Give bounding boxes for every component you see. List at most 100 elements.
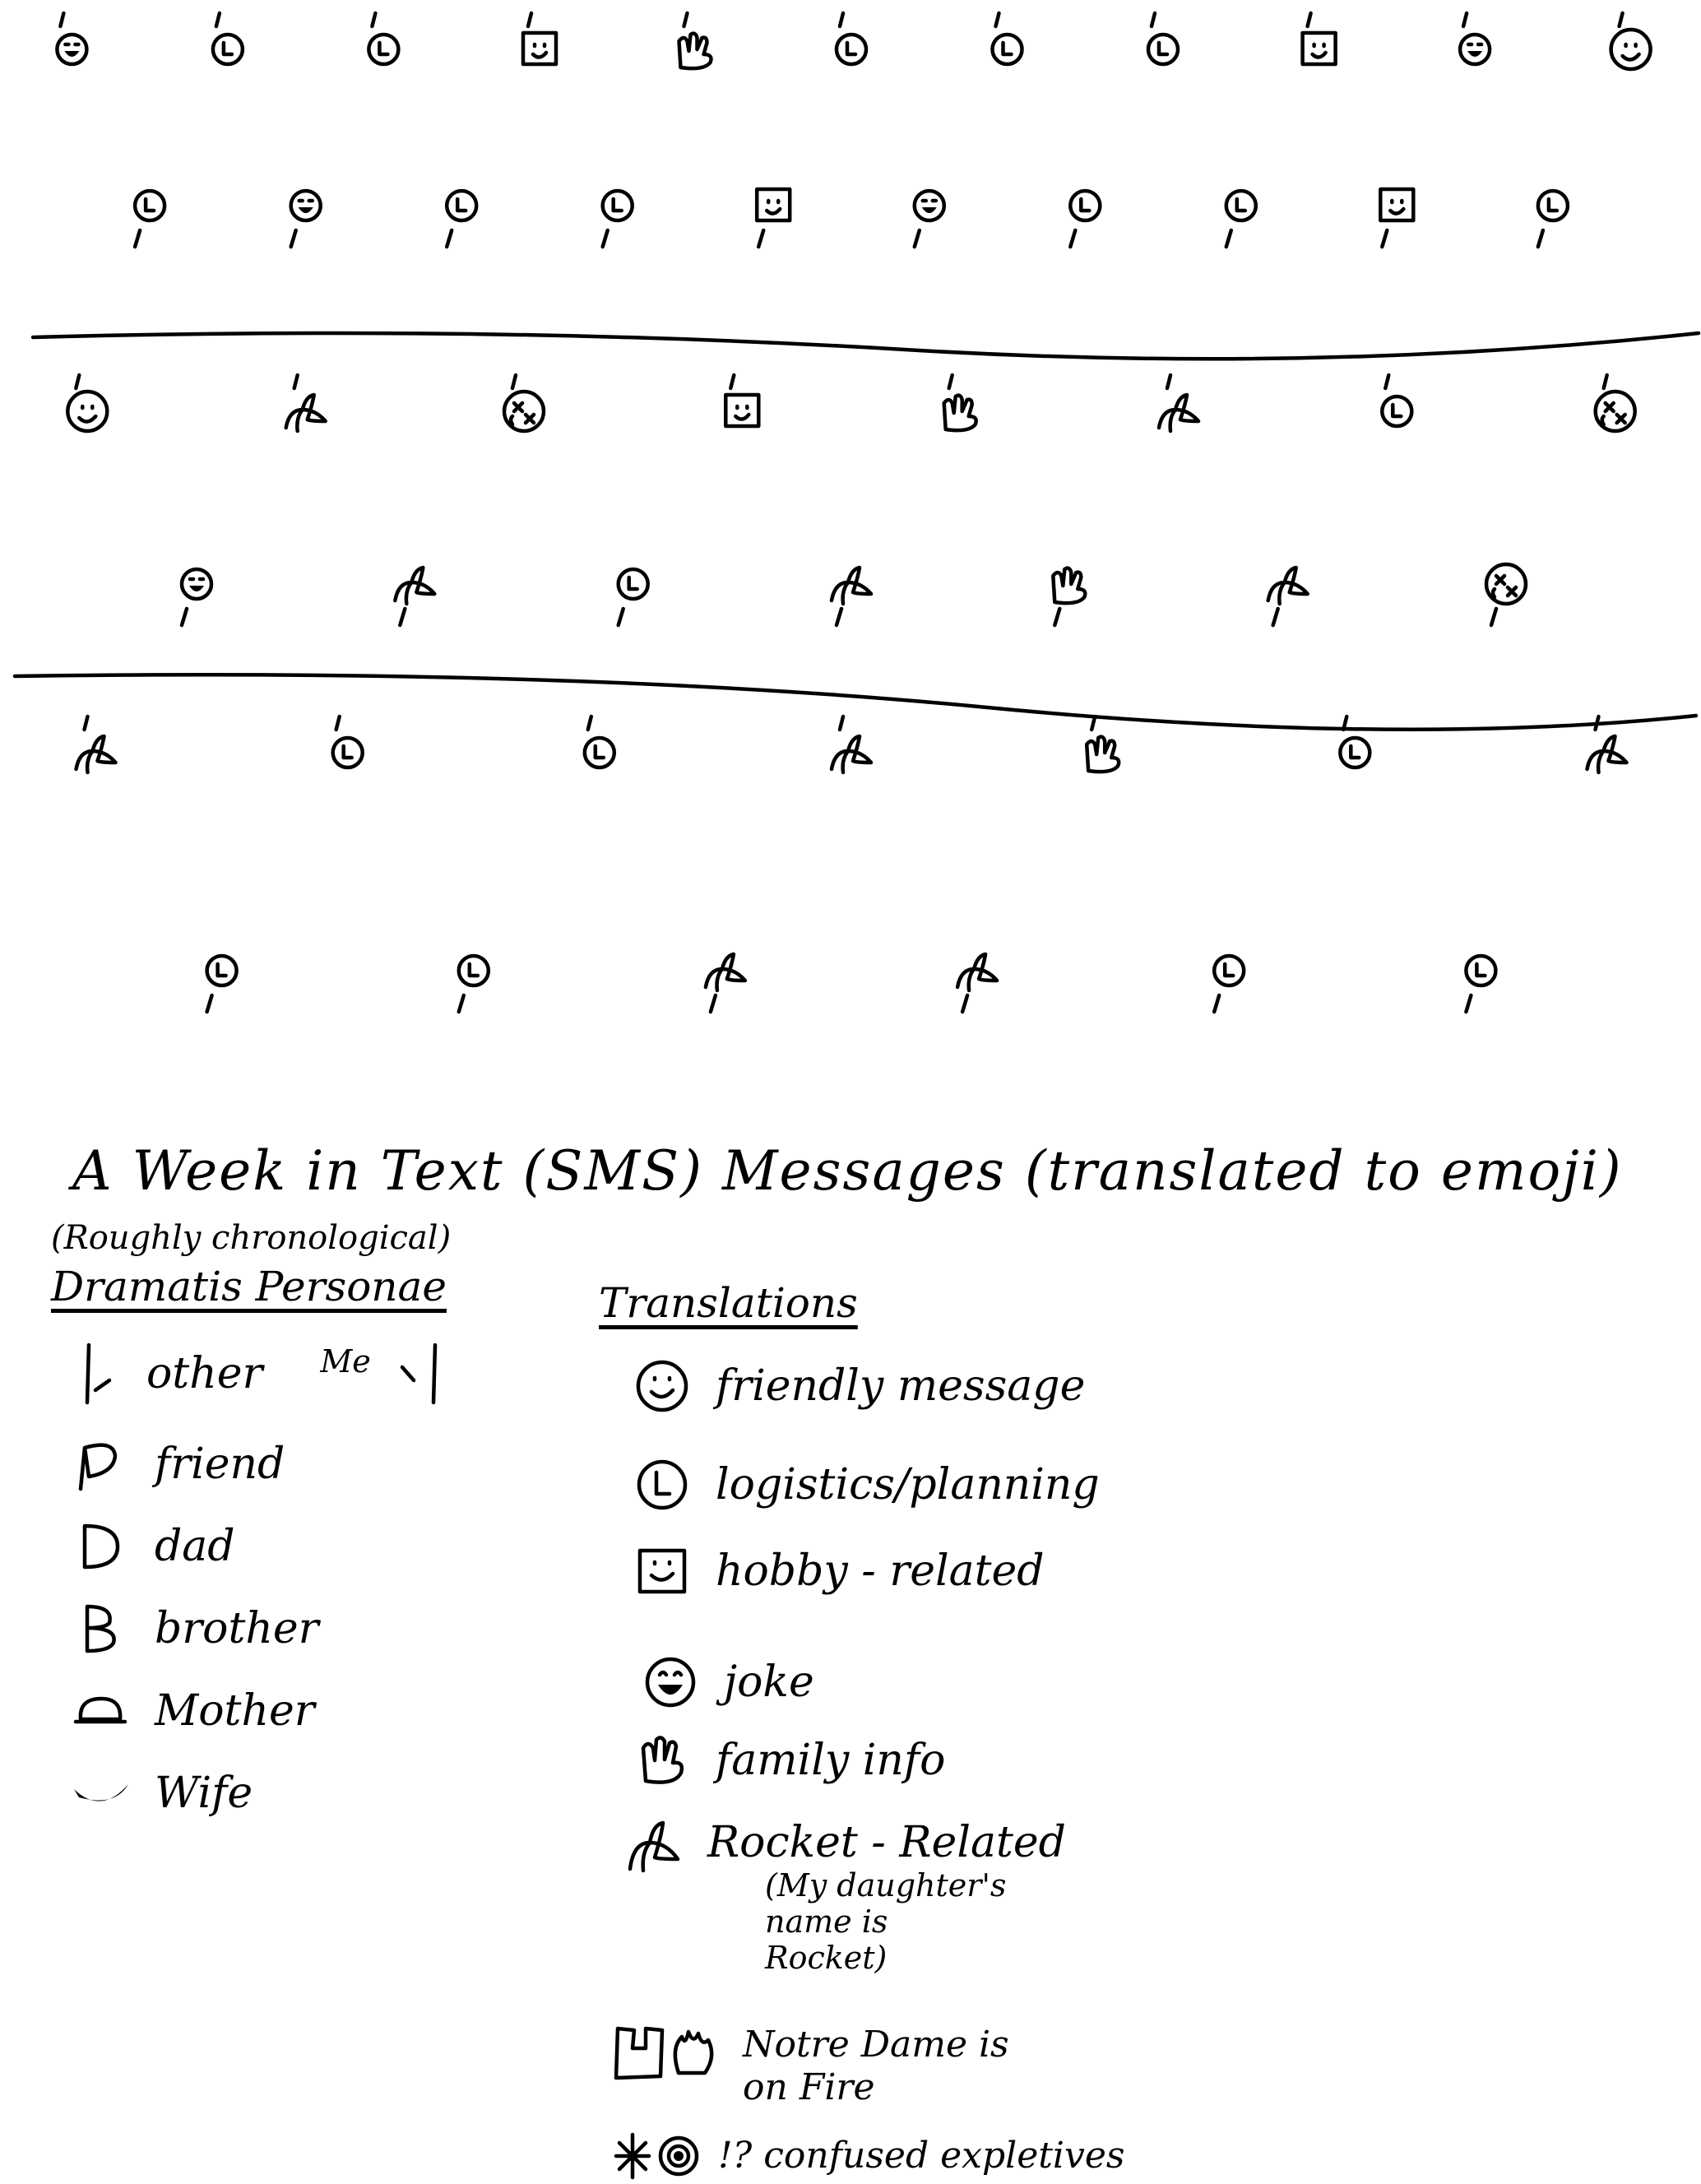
me-direction-stroke (526, 11, 534, 29)
me-direction-stroke (1149, 11, 1157, 29)
rocket-icon (628, 1820, 680, 1873)
logistics-message-glyph (990, 11, 1024, 67)
me-direction-stroke (82, 714, 90, 732)
me-direction-stroke (214, 11, 222, 29)
other-direction-stroke (1271, 606, 1280, 628)
logistics-message-glyph (1146, 11, 1180, 67)
translation-item: logistics/planning (633, 1456, 1100, 1514)
translation-item: !? confused expletives (613, 2126, 1124, 2184)
logistics-message-glyph (1380, 373, 1414, 429)
person-label: friend (155, 1440, 285, 1489)
logistics-message-glyph (205, 953, 239, 1014)
dramatis-personae-heading: Dramatis Personae (51, 1263, 447, 1310)
me-direction-stroke (1593, 714, 1601, 732)
letter-d-icon (82, 1523, 120, 1570)
me-direction-stroke (292, 373, 299, 391)
message-timeline (12, 11, 1701, 1014)
other-direction-stroke (834, 606, 844, 628)
rocket-message-glyph (1585, 714, 1629, 775)
logistics-message-glyph (331, 714, 364, 770)
confused-message-glyph (1593, 373, 1637, 434)
other-direction-stroke (960, 993, 970, 1014)
translation-item: friendly message (633, 1357, 1085, 1415)
person-wife: Wife (72, 1764, 253, 1822)
friendly-message-glyph (66, 373, 109, 434)
logistics-message-glyph (1464, 953, 1498, 1014)
joke-message-glyph (289, 188, 322, 249)
translation-item: Rocket - Related (My daughter's name is … (625, 1818, 1066, 1976)
family-message-glyph (1084, 714, 1121, 774)
translation-item: family info (633, 1732, 945, 1789)
rocket-message-glyph (74, 714, 118, 775)
person-mother: Mother (72, 1682, 315, 1740)
other-direction-stroke (1224, 228, 1234, 249)
hand-icon (641, 1736, 684, 1784)
rocket-message-glyph (703, 952, 748, 1014)
rocket-message-glyph (829, 714, 874, 775)
wife-glyph-icon (74, 1784, 128, 1801)
other-label: other (146, 1349, 263, 1398)
other-direction-stroke (708, 993, 718, 1014)
family-message-glyph (1051, 566, 1087, 628)
other-direction-stroke (1464, 993, 1473, 1014)
person-label: Wife (155, 1769, 253, 1818)
logistics-message-glyph (444, 188, 479, 249)
logistics-message-glyph (1338, 714, 1372, 770)
other-direction-stroke (457, 993, 466, 1014)
me-direction-stroke (74, 373, 81, 391)
cathedral-fire-icon (614, 2026, 714, 2080)
circled-l-icon (637, 1459, 688, 1510)
translation-label: friendly message (716, 1361, 1086, 1411)
me-direction-stroke (837, 714, 846, 732)
me-direction-stroke (1305, 11, 1313, 29)
other-direction-stroke (600, 228, 609, 249)
me-direction-stroke (994, 11, 1001, 29)
rocket-message-glyph (1156, 373, 1201, 434)
other-direction-stroke (1380, 228, 1389, 249)
square-smiley-icon (637, 1548, 687, 1594)
translation-label: family info (716, 1736, 946, 1785)
confused-message-glyph (1484, 562, 1528, 628)
other-direction-stroke (756, 228, 766, 249)
mother-glyph-icon (73, 1696, 127, 1724)
translation-note: (My daughter's name is Rocket) (765, 1867, 1007, 1976)
smiley-face-icon (636, 1360, 688, 1412)
translation-label: hobby - related (716, 1546, 1045, 1596)
logistics-message-glyph (1212, 953, 1246, 1014)
logistics-message-glyph (367, 11, 401, 67)
other-direction-stroke (289, 228, 298, 249)
me-direction-stroke (370, 11, 378, 29)
person-dad: dad (72, 1518, 235, 1575)
logistics-message-glyph (582, 714, 617, 770)
other-direction-stroke (1536, 228, 1546, 249)
me-direction-stroke (729, 373, 736, 391)
other-direction-stroke (1212, 993, 1221, 1014)
joke-message-glyph (1458, 11, 1492, 67)
confused-face-icon (614, 2132, 699, 2180)
balloon-stroke-icon (78, 1443, 118, 1491)
other-direction-stroke (179, 606, 189, 628)
other-direction-stroke (912, 228, 922, 249)
translation-item: joke (642, 1653, 814, 1711)
me-direction-stroke (947, 373, 954, 391)
me-direction-stroke (334, 714, 341, 732)
row-divider (12, 673, 1699, 732)
other-direction-stroke (205, 993, 214, 1014)
joke-message-glyph (912, 188, 947, 249)
other-direction-stroke (444, 228, 454, 249)
family-message-glyph (942, 373, 978, 433)
me-direction-stroke (837, 11, 846, 29)
person-label: Mother (155, 1686, 315, 1736)
person-label: brother (155, 1604, 319, 1653)
me-direction-stroke (1384, 373, 1391, 391)
me-direction-stroke (682, 11, 689, 29)
me-direction-stroke (1601, 373, 1609, 391)
me-direction-stroke (1089, 714, 1097, 732)
hobby-message-glyph (1379, 187, 1416, 249)
translation-label: Rocket - Related (707, 1818, 1066, 1867)
person-brother: brother (72, 1600, 318, 1658)
translation-label: !? confused expletives (718, 2134, 1125, 2177)
translation-item: Notre Dame is on Fire (613, 2024, 1009, 2109)
translations-heading: Translations (599, 1279, 858, 1327)
other-stroke-icon (85, 1342, 112, 1405)
